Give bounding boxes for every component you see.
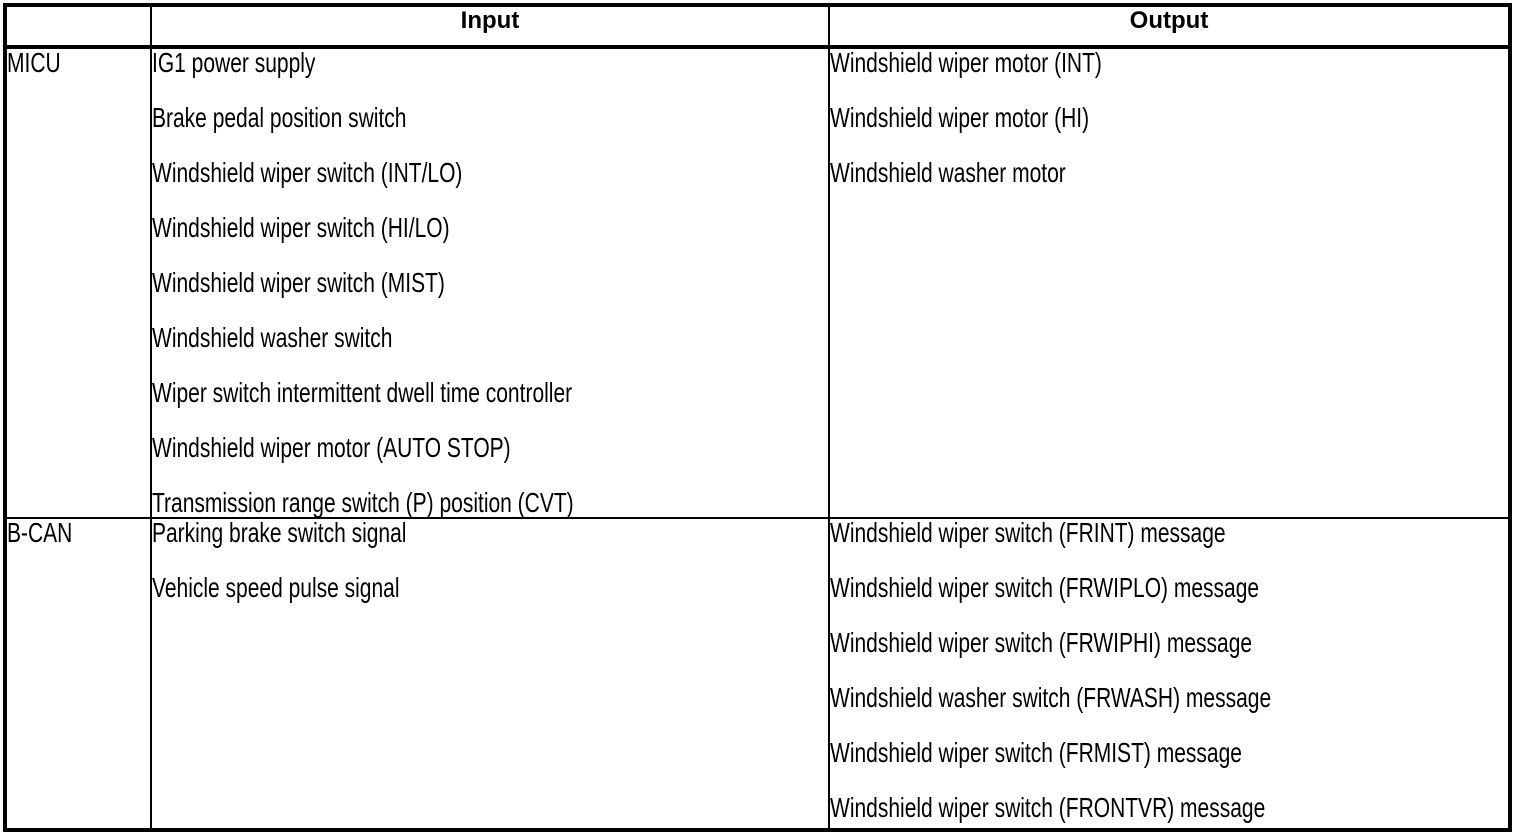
output-signal-item: Windshield wiper switch (FRWIPHI) messag… xyxy=(830,627,1253,658)
input-signal-item: Parking brake switch signal xyxy=(152,518,407,548)
row-source-cell: MICU xyxy=(4,46,152,519)
input-signal-item: Transmission range switch (P) position (… xyxy=(152,487,574,518)
input-signal-item: Windshield washer switch xyxy=(152,322,393,353)
input-signal-item: Windshield wiper switch (HI/LO) xyxy=(152,212,450,243)
input-signal-item: Windshield wiper switch (INT/LO) xyxy=(152,157,463,188)
output-signal-item: Windshield wiper switch (FRMIST) message xyxy=(830,737,1242,768)
bcan-input-cell: Parking brake switch signal Vehicle spee… xyxy=(150,517,830,831)
input-signal-item: Brake pedal position switch xyxy=(152,102,407,133)
output-signal-item: Windshield wiper switch (FRONTVR) messag… xyxy=(830,792,1266,823)
input-signal-item: IG1 power supply xyxy=(152,47,316,78)
table-header-row: Input Output xyxy=(4,4,1511,49)
output-signal-item: Windshield wiper motor (INT) xyxy=(830,47,1102,78)
output-signal-item: Windshield wiper switch (FRWIPLO) messag… xyxy=(830,572,1260,603)
output-signal-item: Windshield washer switch (FRWASH) messag… xyxy=(830,682,1272,713)
table-row-bcan: B-CAN Parking brake switch signal Vehicl… xyxy=(4,517,1511,831)
row-source-label: B-CAN xyxy=(7,518,73,548)
bcan-output-cell: Windshield wiper switch (FRINT) message … xyxy=(828,517,1511,831)
input-signal-item: Windshield wiper switch (MIST) xyxy=(152,267,445,298)
table-row-micu: MICU IG1 power supply Brake pedal positi… xyxy=(4,46,1511,519)
header-corner-cell xyxy=(4,4,152,49)
output-signal-item: Windshield wiper switch (FRINT) message xyxy=(830,518,1226,548)
input-signal-item: Vehicle speed pulse signal xyxy=(152,572,400,603)
io-signal-table: Input Output MICU IG1 power supply Brake… xyxy=(3,3,1512,832)
output-signal-item: Windshield wiper motor (HI) xyxy=(830,102,1090,133)
micu-input-cell: IG1 power supply Brake pedal position sw… xyxy=(150,46,830,519)
input-signal-item: Wiper switch intermittent dwell time con… xyxy=(152,377,573,408)
row-source-cell: B-CAN xyxy=(4,517,152,831)
output-signal-item: Windshield washer motor xyxy=(830,157,1066,188)
micu-output-cell: Windshield wiper motor (INT) Windshield … xyxy=(828,46,1511,519)
header-input: Input xyxy=(150,4,830,49)
row-source-label: MICU xyxy=(7,47,61,78)
header-output: Output xyxy=(828,4,1511,49)
input-signal-item: Windshield wiper motor (AUTO STOP) xyxy=(152,432,511,463)
